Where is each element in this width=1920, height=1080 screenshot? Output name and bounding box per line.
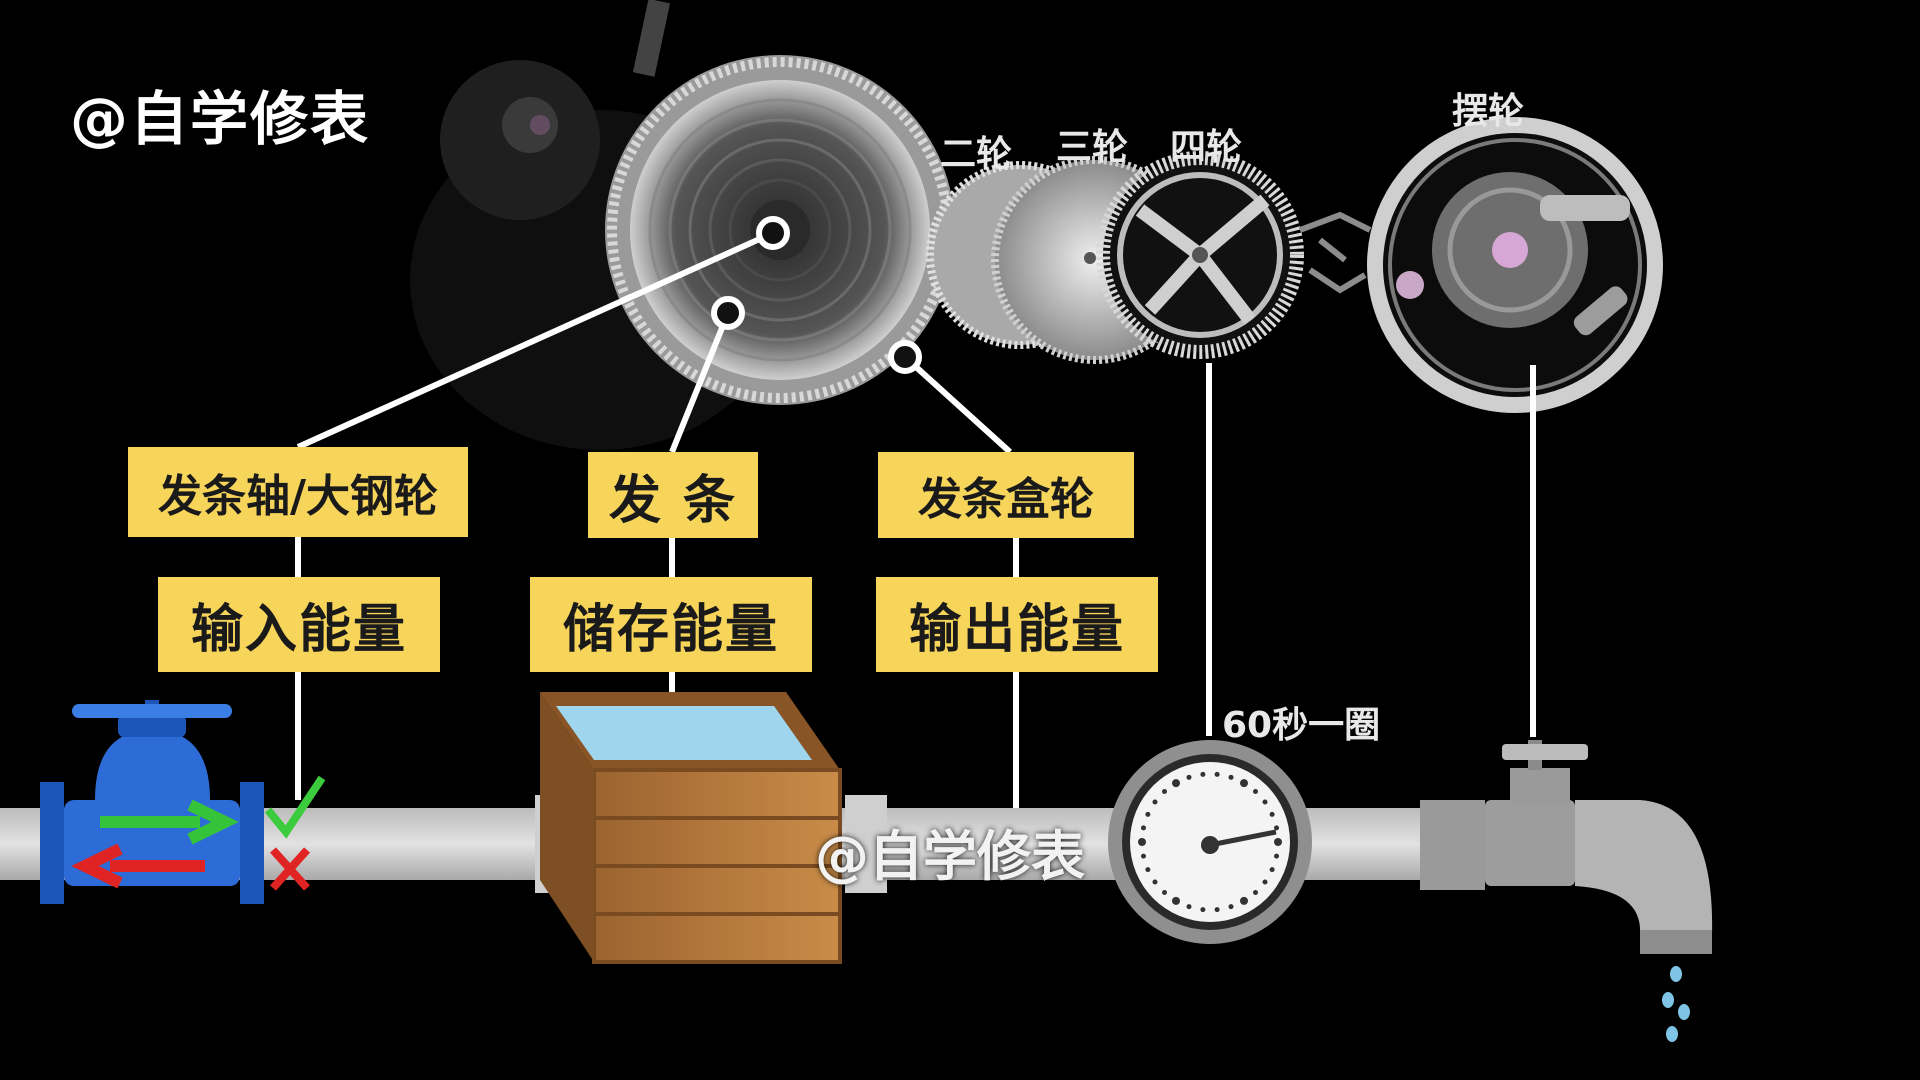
watermark-center: @自学修表 bbox=[815, 825, 1085, 888]
gauge-tick bbox=[1200, 907, 1206, 913]
gauge-tick bbox=[1172, 779, 1180, 788]
meter-label: 60秒一圈 bbox=[1222, 705, 1381, 746]
gauge-tick bbox=[1161, 788, 1167, 794]
gauge-tick bbox=[1269, 867, 1275, 873]
valve bbox=[40, 700, 264, 904]
balance-wheel bbox=[1367, 117, 1663, 413]
component-role-box: 储存能量 bbox=[530, 577, 812, 672]
gauge-tick bbox=[1269, 811, 1275, 817]
label-second-wheel: 二轮 bbox=[940, 134, 1013, 175]
faucet bbox=[1485, 740, 1713, 954]
water-drops bbox=[1662, 966, 1690, 1042]
gauge-tick bbox=[1152, 799, 1158, 805]
label-fourth-wheel: 四轮 bbox=[1170, 127, 1243, 168]
water-crate bbox=[540, 692, 842, 964]
connector-lines bbox=[295, 230, 1536, 812]
flow-meter bbox=[1108, 740, 1312, 944]
gauge-tick bbox=[1274, 838, 1282, 846]
gauge-tick bbox=[1240, 779, 1248, 788]
gauge-tick bbox=[1262, 879, 1268, 885]
gauge-tick bbox=[1253, 788, 1259, 794]
gauge-tick bbox=[1152, 879, 1158, 885]
fourth-wheel bbox=[1096, 151, 1304, 359]
gauge-tick bbox=[1200, 771, 1206, 777]
escapement bbox=[1298, 211, 1372, 294]
watermark-top: @自学修表 bbox=[70, 85, 371, 153]
component-name-box: 发条盒轮 bbox=[878, 452, 1134, 538]
gauge-tick bbox=[1186, 904, 1192, 910]
label-balance-wheel: 摆轮 bbox=[1452, 91, 1525, 132]
cross-mark-icon bbox=[270, 847, 310, 891]
gauge-tick bbox=[1228, 774, 1234, 780]
gauge-tick bbox=[1145, 811, 1151, 817]
component-role-box: 输出能量 bbox=[876, 577, 1158, 672]
gauge-tick bbox=[1161, 890, 1167, 896]
component-role-box: 输入能量 bbox=[158, 577, 440, 672]
gauge-tick bbox=[1140, 853, 1146, 859]
gauge-tick bbox=[1262, 799, 1268, 805]
component-name-box: 发 条 bbox=[588, 452, 758, 538]
gauge-tick bbox=[1140, 825, 1146, 831]
gauge-tick bbox=[1274, 853, 1280, 859]
gauge-tick bbox=[1253, 890, 1259, 896]
label-third-wheel: 三轮 bbox=[1056, 127, 1129, 168]
check-mark-icon bbox=[264, 775, 326, 839]
gauge-tick bbox=[1145, 867, 1151, 873]
marker-rings bbox=[711, 216, 922, 374]
gauge-tick bbox=[1214, 771, 1220, 777]
gauge-tick bbox=[1214, 907, 1220, 913]
component-name-box: 发条轴/大钢轮 bbox=[128, 447, 468, 537]
gauge-tick bbox=[1138, 838, 1146, 846]
gauge-tick bbox=[1274, 825, 1280, 831]
gauge-tick bbox=[1228, 904, 1234, 910]
gauge-tick bbox=[1172, 896, 1180, 905]
gauge-tick bbox=[1186, 774, 1192, 780]
gauge-tick bbox=[1240, 896, 1248, 905]
